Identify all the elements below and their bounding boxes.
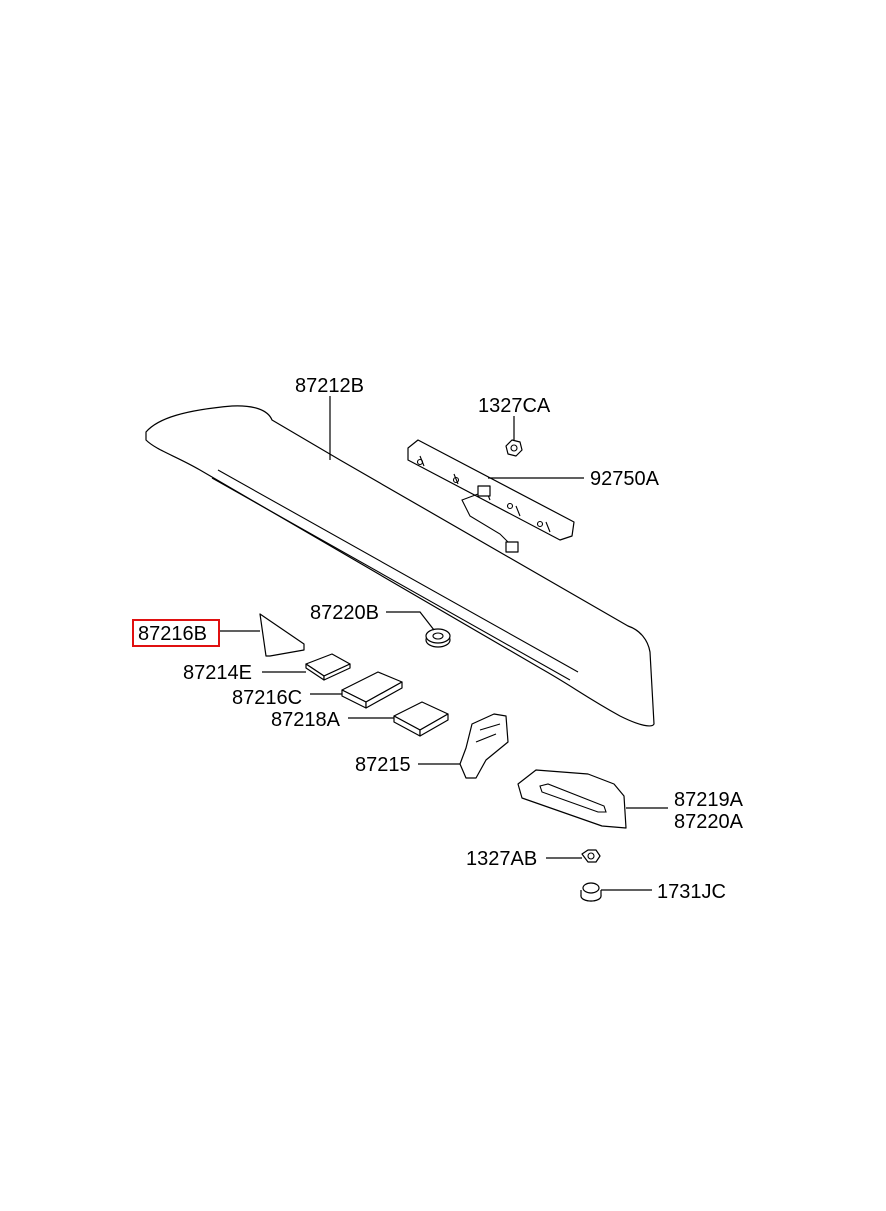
pad-a-part[interactable] bbox=[305, 653, 351, 681]
bolt-top-part[interactable] bbox=[505, 439, 523, 457]
callout-pad-c[interactable]: 87218A bbox=[271, 709, 341, 731]
callout-bracket[interactable]: 87215 bbox=[355, 754, 411, 776]
callout-grommet[interactable]: 87220B bbox=[310, 602, 379, 624]
callout-pad-b[interactable]: 87216C bbox=[232, 687, 302, 709]
grommet-part[interactable] bbox=[425, 628, 451, 648]
callout-side-cover-right[interactable]: 87220A bbox=[674, 811, 744, 833]
callout-bolt-top[interactable]: 1327CA bbox=[478, 395, 551, 417]
clip-part[interactable] bbox=[580, 882, 602, 902]
callout-side-cover-left[interactable]: 87219A bbox=[674, 789, 744, 811]
pad-triangle-part[interactable] bbox=[259, 613, 305, 657]
nut-part[interactable] bbox=[581, 849, 601, 863]
side-cover-part[interactable] bbox=[517, 769, 627, 829]
leader-grommet bbox=[386, 611, 435, 631]
bracket-part[interactable] bbox=[459, 713, 509, 779]
highlight-box bbox=[132, 619, 220, 647]
callout-clip[interactable]: 1731JC bbox=[657, 881, 726, 903]
pad-b-part[interactable] bbox=[341, 671, 403, 709]
callout-nut[interactable]: 1327AB bbox=[466, 848, 537, 870]
stop-lamp-part[interactable] bbox=[407, 439, 575, 553]
callout-pad-a[interactable]: 87214E bbox=[183, 662, 252, 684]
pad-c-part[interactable] bbox=[393, 701, 449, 737]
callout-spoiler[interactable]: 87212B bbox=[295, 375, 364, 397]
spoiler-part[interactable] bbox=[145, 405, 655, 727]
callout-pad-triangle[interactable]: 87216B bbox=[138, 623, 207, 645]
callout-stop-lamp[interactable]: 92750A bbox=[590, 468, 660, 490]
